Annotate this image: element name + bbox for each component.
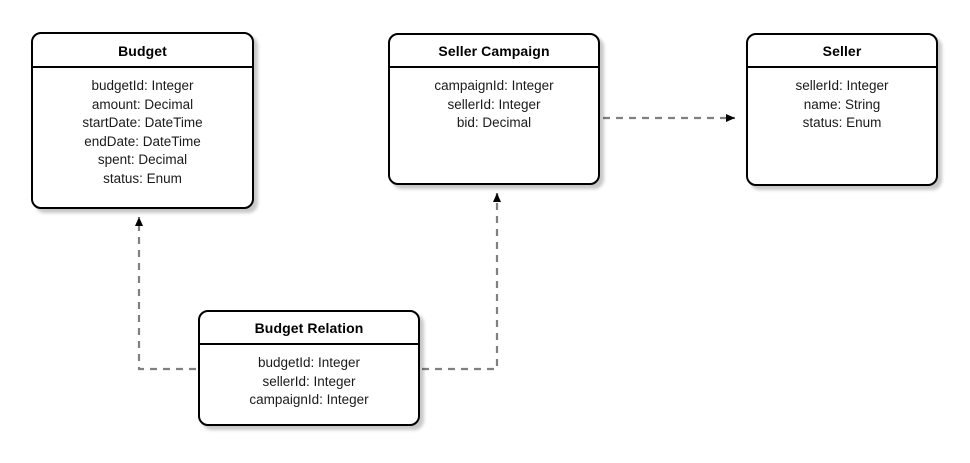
entity-budget-relation-title: Budget Relation bbox=[200, 312, 418, 345]
entity-budget-relation[interactable]: Budget Relation budgetId: Integer seller… bbox=[198, 310, 420, 426]
attribute-row: sellerId: Integer bbox=[795, 78, 889, 93]
attribute-row: startDate: DateTime bbox=[82, 115, 203, 130]
entity-seller-campaign-title: Seller Campaign bbox=[390, 35, 598, 68]
entity-seller-title: Seller bbox=[748, 35, 936, 68]
connector-relation-to-campaign bbox=[422, 193, 501, 371]
entity-budget[interactable]: Budget budgetId: Integer amount: Decimal… bbox=[31, 32, 254, 209]
attribute-row: endDate: DateTime bbox=[84, 133, 201, 149]
entity-budget-title: Budget bbox=[33, 34, 252, 68]
attribute-row: status: Enum bbox=[802, 115, 882, 130]
attribute-row: sellerId: Integer bbox=[262, 373, 356, 389]
attribute-row: campaignId: Integer bbox=[249, 392, 369, 407]
attribute-row: status: Enum bbox=[103, 170, 182, 186]
attribute-row: sellerId: Integer bbox=[447, 96, 541, 112]
entity-budget-attributes: budgetId: Integer amount: Decimal startD… bbox=[33, 68, 252, 188]
attribute-row: spent: Decimal bbox=[97, 152, 188, 167]
connector-relation-to-budget bbox=[135, 217, 196, 371]
attribute-row: campaignId: Integer bbox=[434, 78, 554, 93]
attribute-row: bid: Decimal bbox=[456, 115, 532, 130]
entity-budget-relation-attributes: budgetId: Integer sellerId: Integer camp… bbox=[200, 345, 418, 410]
entity-seller-attributes: sellerId: Integer name: String status: E… bbox=[748, 68, 936, 133]
attribute-row: amount: Decimal bbox=[91, 96, 194, 112]
entity-seller[interactable]: Seller sellerId: Integer name: String st… bbox=[746, 33, 938, 186]
attribute-row: name: String bbox=[803, 96, 881, 112]
attribute-row: budgetId: Integer bbox=[91, 78, 194, 93]
entity-seller-campaign-attributes: campaignId: Integer sellerId: Integer bi… bbox=[390, 68, 598, 133]
entity-seller-campaign[interactable]: Seller Campaign campaignId: Integer sell… bbox=[388, 33, 600, 185]
attribute-row: budgetId: Integer bbox=[257, 355, 361, 370]
